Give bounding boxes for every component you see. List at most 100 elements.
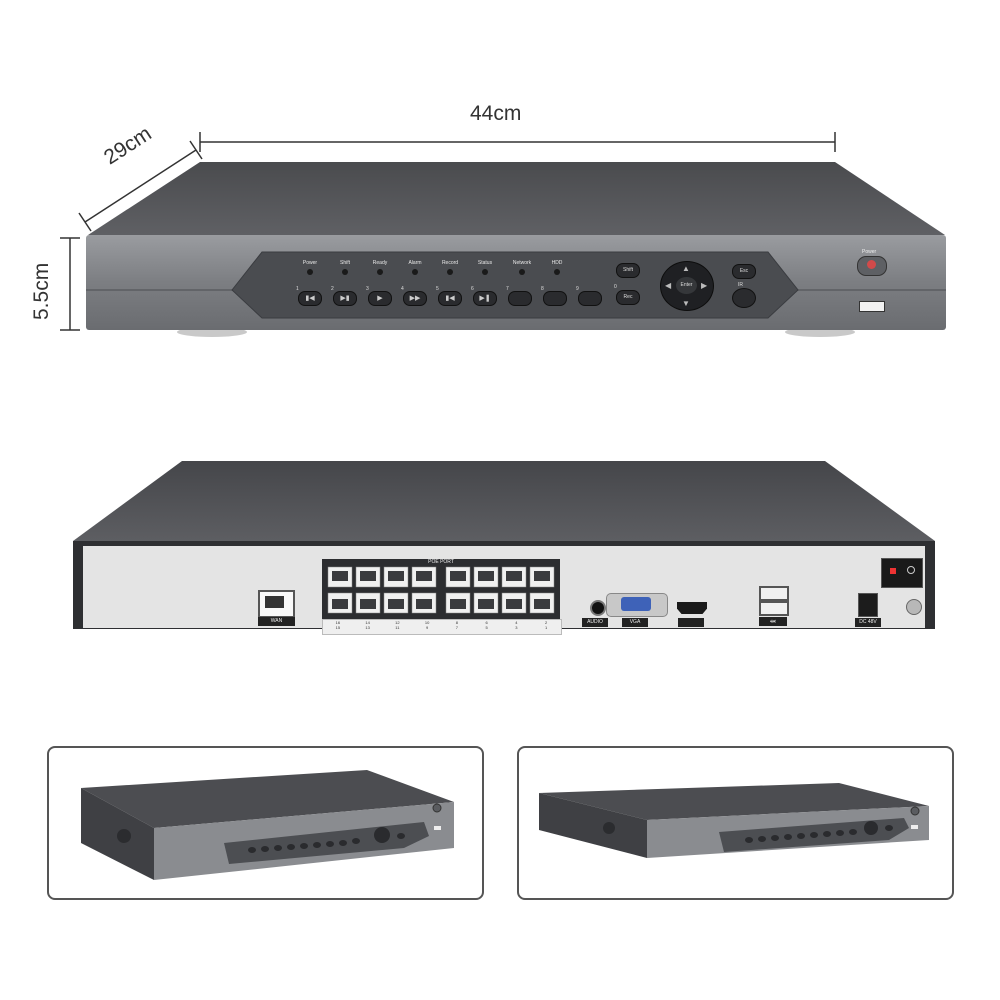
indicator-label: Ready [372,260,388,266]
angled-view-left-device [81,770,454,880]
indicator-status: Status [473,260,497,275]
button-number: 5 [436,286,439,292]
power-label: Power [862,249,877,255]
led-icon [412,269,418,275]
dc-power-jack[interactable] [858,593,878,617]
led-icon [377,269,383,275]
power-switch[interactable] [881,558,923,588]
usb-port[interactable] [859,301,885,312]
fast-forward-icon: ▶▶ [403,291,427,306]
pause-icon: ▶❚ [473,291,497,306]
direction-pad[interactable]: ▲ ▼ ◀ ▶ Enter [660,261,714,311]
dimension-lines [60,132,836,331]
button-number: 3 [366,286,369,292]
led-icon [554,269,560,275]
usb-icon: ⬽ [759,617,787,626]
poe-port-label: POE PORT [428,559,454,565]
button-number: 6 [471,286,474,292]
indicator-label: Alarm [408,260,422,266]
angled-view-left-frame [47,746,484,900]
button-number: 9 [576,286,579,292]
audio-label: AUDIO [582,618,608,627]
rewind-icon: ▮◀ [438,291,462,306]
button-0-number: 0 [614,284,617,290]
rec-button[interactable]: Rec [616,290,640,305]
indicator-ready: Ready [368,260,392,275]
port-number: 1 [545,625,548,630]
arrow-up-icon[interactable]: ▲ [682,264,690,273]
dc-label: DC 48V [855,618,881,627]
arrow-left-icon[interactable]: ◀ [665,281,672,290]
angled-view-right-device [539,783,929,858]
power-icon [867,260,876,269]
port-number: 11 [395,625,400,630]
arrow-down-icon[interactable]: ▼ [682,299,690,308]
ir-label: IR [738,282,743,288]
port-number: 13 [365,625,370,630]
indicator-label: Record [441,260,459,266]
led-icon [482,269,488,275]
vga-label: VGA [622,618,648,627]
next-icon: ▶▮ [333,291,357,306]
port-number: 15 [335,625,341,630]
indicator-label: Status [477,260,493,266]
poe-ethernet-ports [327,566,555,614]
led-icon [519,269,525,275]
arrow-right-icon[interactable]: ▶ [701,281,708,290]
indicator-label: Shift [339,260,350,266]
audio-jack[interactable] [590,600,606,616]
angled-view-right-frame [517,746,954,900]
indicator-power: Power [298,260,322,275]
device-chassis-front [86,162,946,337]
blank-button-icon [508,291,532,306]
port-number: 8 [455,620,458,625]
ethernet-jack-icon [265,596,284,608]
indicator-label: Power [302,260,318,266]
button-number: 8 [541,286,544,292]
previous-icon: ▮◀ [298,291,322,306]
power-button[interactable] [857,256,887,276]
led-icon [342,269,348,275]
vga-connector-icon [621,597,651,611]
hdmi-label-bar [678,618,704,627]
indicator-record: Record [438,260,462,275]
blank-button-icon [578,291,602,306]
width-dimension-label: 44cm [470,102,522,125]
play-icon: ▶ [368,291,392,306]
indicator-label: Network [512,260,532,266]
ir-receiver-icon [732,288,756,308]
blank-button-icon [543,291,567,306]
hdmi-port[interactable] [677,602,707,614]
switch-on-icon [890,568,896,574]
poe-port-number-grid: 16 14 12 10 8 6 4 2 15 13 11 9 7 5 3 1 [322,619,562,635]
rear-view-device: WAN POE PORT 16 [0,455,1000,655]
led-icon [307,269,313,275]
port-number: 5 [485,625,488,630]
indicator-network: Network [508,260,536,275]
wan-port[interactable] [258,590,295,618]
vga-port[interactable] [606,593,668,617]
front-view-device: Power Shift Ready Alarm Record Status Ne… [0,150,1000,350]
usb-port-lower[interactable] [759,601,789,616]
usb-port-upper[interactable] [759,586,789,601]
indicator-alarm: Alarm [403,260,427,275]
port-number: 2 [545,620,548,625]
led-icon [447,269,453,275]
button-number: 1 [296,286,299,292]
indicator-hdd: HDD [545,260,569,275]
ground-screw-icon [906,599,922,615]
shift-button[interactable]: Shift [616,263,640,278]
enter-button[interactable]: Enter [676,277,697,294]
poe-port-block: POE PORT [322,559,560,619]
wan-label: WAN [258,617,295,626]
port-number: 9 [426,625,429,630]
button-number: 4 [401,286,404,292]
button-number: 7 [506,286,509,292]
port-number: 16 [335,620,341,625]
port-number: 3 [515,625,518,630]
switch-off-icon [907,566,915,574]
port-number: 7 [455,625,458,630]
indicator-label: HDD [551,260,563,266]
esc-button[interactable]: Esc [732,264,756,279]
indicator-shift: Shift [333,260,357,275]
